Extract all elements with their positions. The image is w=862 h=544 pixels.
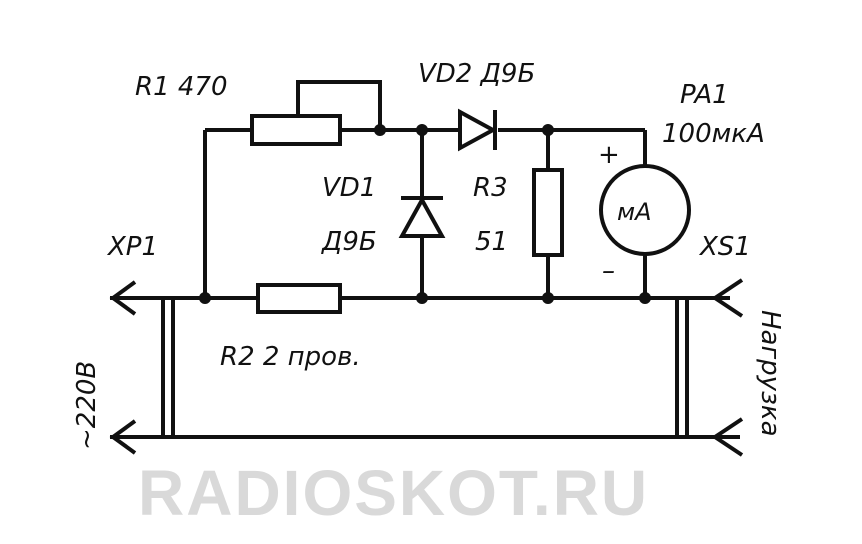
pa1-name-label: PA1 (680, 80, 729, 110)
watermark: RADIOSKOT.RU (138, 457, 649, 529)
r3-name-label: R3 (473, 173, 508, 203)
pa1-value-label: 100мкА (662, 119, 765, 149)
xp1-plug-symbol (109, 280, 137, 455)
meter-unit-label: мА (617, 198, 652, 226)
xs1-label: XS1 (698, 232, 751, 262)
vd2-diode (458, 108, 498, 152)
meter-plus-sign: + (598, 140, 620, 170)
pa1-meter (599, 130, 691, 304)
vd1-name-label: VD1 (322, 173, 376, 203)
meter-minus-sign: – (602, 256, 615, 286)
r2-label: R2 2 пров. (220, 342, 361, 372)
plug-bars-right (675, 298, 689, 437)
plug-bars-left (161, 298, 175, 437)
load-label: Нагрузка (755, 310, 785, 437)
xs1-socket-symbol (711, 278, 744, 457)
r1-potentiometer (250, 80, 386, 146)
vd1-diode (398, 124, 446, 304)
vd1-value-label: Д9Б (321, 227, 377, 257)
r3-resistor (532, 124, 564, 304)
vd2-label: VD2 Д9Б (418, 59, 535, 89)
mains-voltage-label: ~220В (72, 361, 102, 450)
r1-label: R1 470 (135, 72, 228, 102)
r3-value-label: 51 (475, 227, 508, 257)
xp1-label: XP1 (106, 232, 158, 262)
r2-resistor (199, 283, 342, 314)
